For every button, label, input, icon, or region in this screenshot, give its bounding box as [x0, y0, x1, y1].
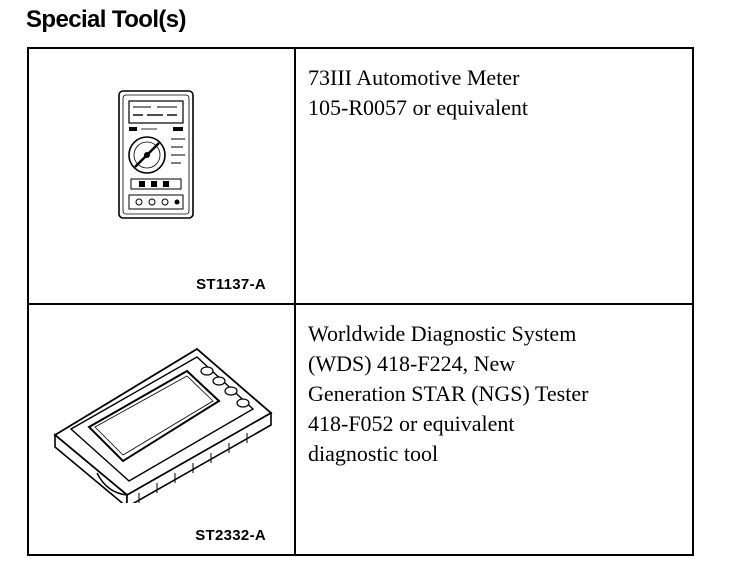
tool-description-line: 105-R0057 or equivalent: [308, 95, 528, 120]
tool-description-line: Generation STAR (NGS) Tester: [308, 381, 589, 406]
page-title: Special Tool(s): [26, 6, 187, 33]
multimeter-illustration: [118, 90, 194, 219]
tool-description-line: 73III Automotive Meter: [308, 65, 520, 90]
tool-description-line: (WDS) 418-F224, New: [308, 351, 516, 376]
tool-description: 73III Automotive Meter 105-R0057 or equi…: [296, 49, 692, 303]
tool-description: Worldwide Diagnostic System (WDS) 418-F2…: [296, 305, 692, 554]
tool-image-cell: ST2332-A: [29, 305, 296, 554]
diagnostic-tester-illustration: [53, 347, 273, 503]
tool-image-cell: ST1137-A: [29, 49, 296, 303]
tool-description-line: diagnostic tool: [308, 441, 439, 466]
figure-code: ST1137-A: [196, 276, 266, 293]
figure-code: ST2332-A: [195, 527, 266, 544]
special-tools-table: ST1137-A 73III Automotive Meter 105-R005…: [27, 47, 694, 556]
tool-description-line: Worldwide Diagnostic System: [308, 321, 577, 346]
tool-row: ST2332-A Worldwide Diagnostic System (WD…: [29, 305, 692, 554]
tool-row: ST1137-A 73III Automotive Meter 105-R005…: [29, 49, 692, 305]
tool-description-line: 418-F052 or equivalent: [308, 411, 515, 436]
